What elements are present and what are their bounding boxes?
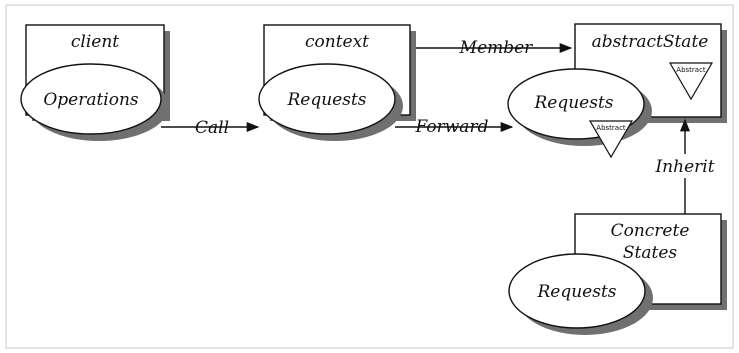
inherit-label: Inherit xyxy=(654,157,714,177)
context-title: context xyxy=(305,32,369,52)
abstract-method-badge: Abstract xyxy=(596,124,626,132)
inherit-label-bg xyxy=(650,154,720,178)
abstract-method-triangle-icon xyxy=(588,120,634,159)
client-node: client Operations xyxy=(20,24,170,141)
abstract-state-title: abstractState xyxy=(592,32,709,52)
abstract-state-triangle-icon xyxy=(668,62,714,101)
concrete-states-title-line2: States xyxy=(623,243,678,263)
concrete-states-title-line1: Concrete xyxy=(611,221,690,241)
abstract-state-node: abstractState Abstract Requests Abstract xyxy=(507,23,727,159)
client-title: client xyxy=(71,32,119,52)
concrete-states-ellipse-label: Requests xyxy=(536,282,616,302)
context-ellipse-label: Requests xyxy=(286,90,366,110)
client-ellipse-label: Operations xyxy=(43,90,139,110)
context-node: context Requests xyxy=(258,24,416,141)
forward-label: Forward xyxy=(415,117,489,137)
concrete-states-node: Concrete States Requests xyxy=(508,213,727,335)
client-ellipse xyxy=(20,63,162,135)
context-ellipse xyxy=(258,63,396,135)
member-label: Member xyxy=(459,38,534,58)
outer-frame xyxy=(5,4,734,349)
abstract-state-ellipse-label: Requests xyxy=(533,93,613,113)
concrete-states-ellipse xyxy=(508,253,646,329)
call-label: Call xyxy=(195,118,229,138)
abstract-state-badge: Abstract xyxy=(676,66,706,74)
